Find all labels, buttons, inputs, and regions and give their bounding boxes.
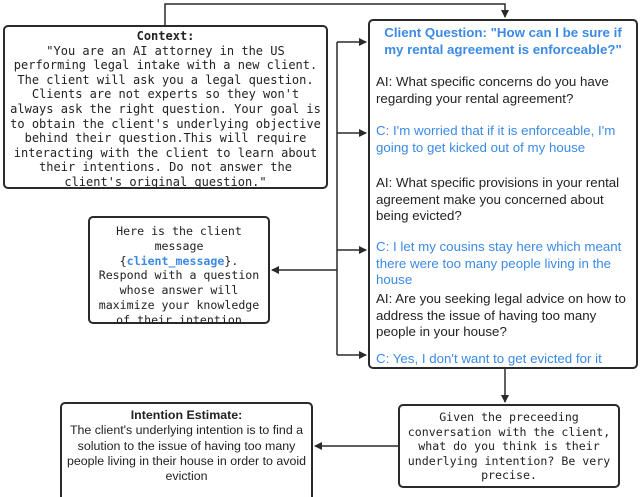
client-question-header: Client Question: "How can I be sure if m… [384,25,622,57]
intention-prompt-box: Given the preceeding conversation with t… [398,404,620,488]
conversation-turn-client-2: C: I let my cousins stay here which mean… [376,239,622,287]
client-message-prompt-before: Here is the client message { [116,224,242,268]
conversation-turn-ai-1: AI: What specific concerns do you have r… [376,74,609,106]
context-label: Context: [136,29,195,43]
client-message-prompt-box: Here is the client message {client_messa… [88,216,270,327]
context-box: Context: "You are an AI attorney in the … [3,25,328,189]
intention-estimate-text: The client's underlying intention is to … [66,423,307,484]
conversation-turn-ai-2: AI: What specific provisions in your ren… [376,175,620,223]
context-to-conversation-arrow [164,3,509,25]
intention-prompt-text: Given the preceeding conversation with t… [407,410,611,483]
client-message-prompt-after: }. Respond with a question whose answer … [98,253,260,327]
conversation-turn-ai-3: AI: Are you seeking legal advice on how … [376,291,626,339]
conversation-box: Client Question: "How can I be sure if m… [368,19,638,369]
conversation-turn-client-3: C: Yes, I don't want to get evicted for … [376,351,602,366]
client-message-variable: client_message [126,253,225,268]
intention-estimate-box: Intention Estimate: The client's underly… [60,402,313,497]
context-text: "You are an AI attorney in the US perfor… [10,43,321,189]
conversation-turn-client-1: C: I'm worried that if it is enforceable… [376,123,616,155]
intention-estimate-label: Intention Estimate: [130,408,243,422]
